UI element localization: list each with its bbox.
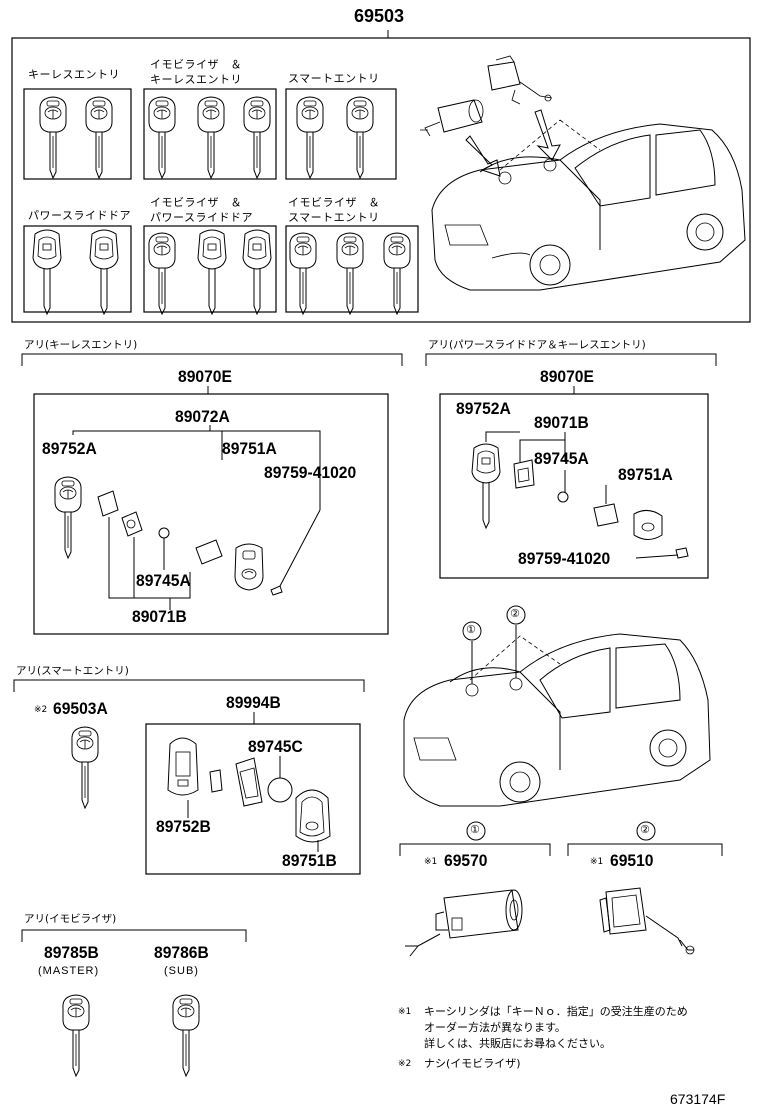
group-label-smart: スマートエントリ bbox=[288, 72, 380, 85]
cylinder-1-circle: ① bbox=[470, 823, 480, 836]
keyless-assembly: 89070E bbox=[178, 367, 232, 386]
section-title-smart: アリ(スマートエントリ) bbox=[16, 665, 129, 677]
immo-part-89785B: 89785B bbox=[44, 943, 99, 962]
ps-part-89759-41020: 89759-41020 bbox=[518, 549, 611, 568]
section-title-keyless: アリ(キーレスエントリ) bbox=[24, 339, 138, 351]
car-callout-1: ① bbox=[466, 623, 476, 636]
cylinder-part-69510: 69510 bbox=[610, 851, 654, 870]
note-2-mark: ※2 bbox=[398, 1059, 412, 1069]
group-label-keyless: キーレスエントリ bbox=[28, 68, 120, 81]
note-1-mark: ※1 bbox=[398, 1007, 412, 1017]
group-label-immo-smart: イモビライザ ＆ スマートエントリ bbox=[288, 196, 380, 224]
note-1-line-1: キーシリンダは「キーＮｏ．指定」の受注生産のため bbox=[424, 1005, 688, 1018]
immo-part-89786B: 89786B bbox=[154, 943, 209, 962]
smart-part-89752B: 89752B bbox=[156, 817, 211, 836]
main-part-number: 69503 bbox=[354, 6, 405, 26]
power-slide-assembly: 89070E bbox=[540, 367, 594, 386]
car-callout-2: ② bbox=[510, 607, 520, 620]
ps-part-89745A: 89745A bbox=[534, 449, 589, 468]
part-89071B: 89071B bbox=[132, 607, 187, 626]
cylinder-2-mark: ※1 bbox=[590, 857, 604, 867]
immo-master-label: (MASTER) bbox=[38, 965, 100, 977]
cylinder-1-mark: ※1 bbox=[424, 857, 438, 867]
power-slide-parts bbox=[513, 459, 689, 559]
smart-key-part: 69503A bbox=[53, 699, 108, 718]
ps-part-89071B: 89071B bbox=[534, 413, 589, 432]
cylinder-part-69570: 69570 bbox=[444, 851, 488, 870]
section-title-power-slide: アリ(パワースライドドア＆キーレスエントリ) bbox=[428, 339, 646, 351]
smart-parts bbox=[167, 737, 331, 852]
diagram-id: 673174F bbox=[670, 1091, 726, 1107]
ps-part-89752A: 89752A bbox=[456, 399, 511, 418]
part-89759-41020: 89759-41020 bbox=[264, 463, 357, 482]
top-car-drawing bbox=[420, 55, 746, 291]
ps-part-89751A: 89751A bbox=[618, 465, 673, 484]
smart-key-mark: ※2 bbox=[34, 705, 48, 715]
part-89072A: 89072A bbox=[175, 407, 230, 426]
cylinder-69510-drawing bbox=[599, 887, 695, 955]
immo-sub-label: (SUB) bbox=[164, 965, 199, 977]
middle-car-drawing bbox=[403, 625, 711, 807]
smart-part-89745C: 89745C bbox=[248, 737, 303, 756]
part-89745A: 89745A bbox=[136, 571, 191, 590]
note-1-line-3: 詳しくは、共販店にお尋ねください。 bbox=[424, 1037, 611, 1050]
keyless-parts bbox=[97, 490, 321, 610]
note-1-line-2: オーダー方法が異なります。 bbox=[424, 1021, 566, 1034]
part-89751A: 89751A bbox=[222, 439, 277, 458]
part-89752A: 89752A bbox=[42, 439, 97, 458]
smart-assembly: 89994B bbox=[226, 693, 281, 712]
smart-part-89751B: 89751B bbox=[282, 851, 337, 870]
group-label-immo-keyless: イモビライザ ＆ キーレスエントリ bbox=[150, 58, 242, 86]
group-label-power-slide: パワースライドドア bbox=[28, 209, 131, 222]
cylinder-69570-drawing bbox=[405, 889, 523, 957]
cylinder-2-circle: ② bbox=[640, 823, 650, 836]
section-title-immobilizer: アリ(イモビライザ) bbox=[24, 913, 117, 925]
note-2-text: ナシ(イモビライザ) bbox=[424, 1057, 521, 1070]
group-label-immo-power: イモビライザ ＆ パワースライドドア bbox=[150, 196, 253, 224]
